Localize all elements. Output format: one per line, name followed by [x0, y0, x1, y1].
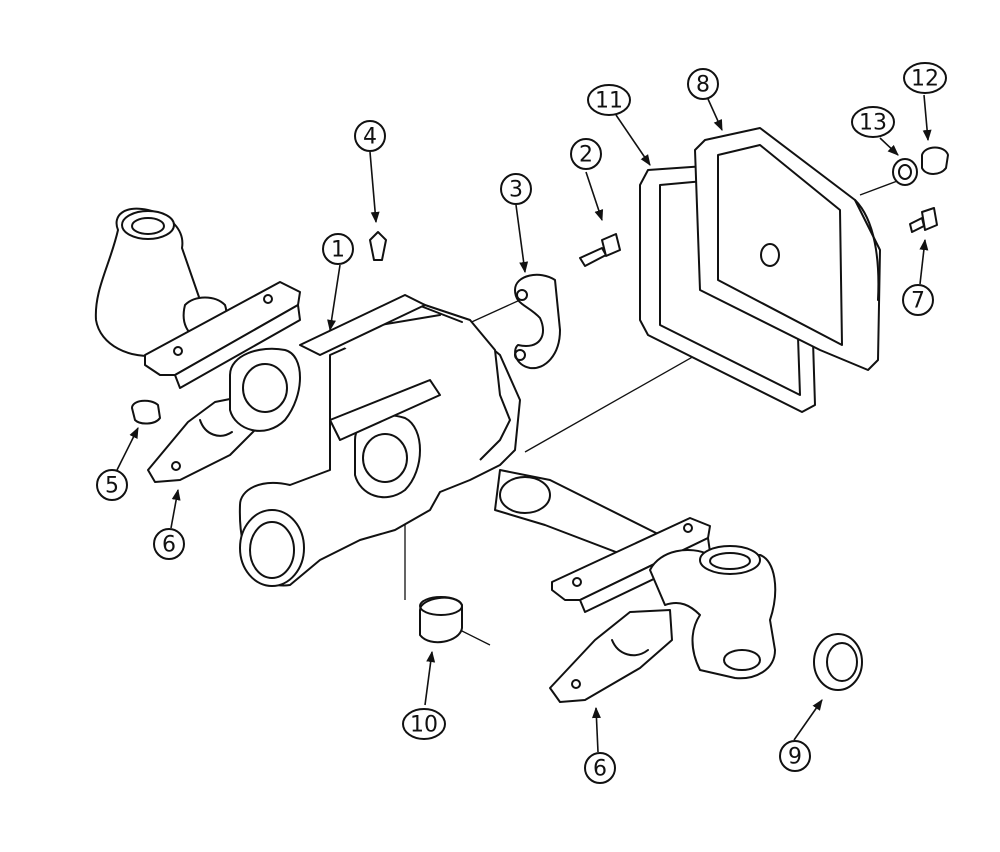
left-upper-bracket [144, 281, 301, 389]
callout-9: 9 [779, 740, 811, 772]
cover [694, 127, 881, 371]
bushing-10 [419, 596, 463, 644]
callout-6-right: 6 [584, 752, 616, 784]
callout-12: 12 [903, 62, 947, 94]
callout-11-label: 11 [595, 89, 623, 114]
callout-8: 8 [687, 68, 719, 100]
bolt-2 [579, 233, 621, 267]
washer-13 [892, 158, 918, 186]
plug-12 [921, 146, 949, 175]
callout-6-left-label: 6 [162, 533, 176, 558]
callout-13-label: 13 [859, 111, 887, 136]
bolt-7 [909, 207, 938, 233]
callout-11: 11 [587, 84, 631, 116]
callout-7: 7 [902, 284, 934, 316]
callout-12-label: 12 [911, 67, 939, 92]
callout-5: 5 [96, 469, 128, 501]
plug-5 [131, 399, 161, 425]
callout-8-label: 8 [696, 73, 710, 98]
callout-3: 3 [500, 173, 532, 205]
callout-2-label: 2 [579, 143, 593, 168]
callout-9-label: 9 [788, 745, 802, 770]
callout-13: 13 [851, 106, 895, 138]
callout-1: 1 [322, 233, 354, 265]
bearing-cap [514, 273, 561, 370]
callout-3-label: 3 [509, 178, 523, 203]
callout-4: 4 [354, 120, 386, 152]
leader-lines [116, 94, 932, 753]
right-knuckle [649, 545, 777, 680]
breather-4 [369, 231, 387, 261]
seal-9 [813, 633, 863, 691]
callout-2: 2 [570, 138, 602, 170]
callout-10-label: 10 [410, 713, 438, 738]
callout-10: 10 [402, 708, 446, 740]
callout-5-label: 5 [105, 474, 119, 499]
callout-1-label: 1 [331, 238, 345, 263]
axle-housing [229, 294, 521, 587]
right-lower-bracket [549, 609, 673, 703]
callout-7-label: 7 [911, 289, 925, 314]
callout-6-right-label: 6 [593, 757, 607, 782]
callout-6-left: 6 [153, 528, 185, 560]
callout-4-label: 4 [363, 125, 377, 150]
